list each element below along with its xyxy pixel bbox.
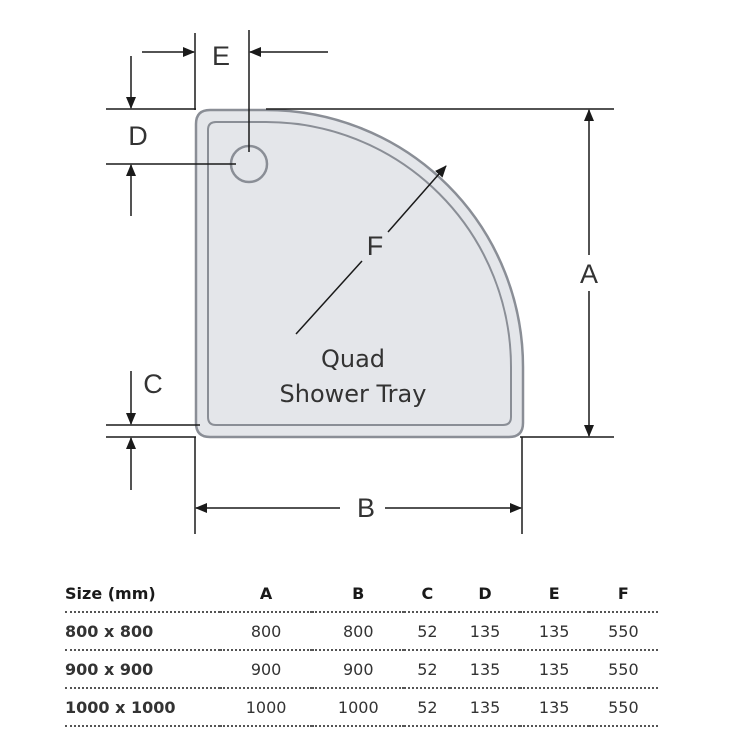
table-cell: 135 [519,650,589,689]
table-cell: 900 x 900 [65,650,220,689]
label-a: A [580,259,598,289]
table-cell: 550 [588,650,658,689]
label-d: D [128,121,148,151]
table-cell: 135 [519,688,589,727]
table-cell: 1000 x 1000 [65,688,220,727]
table-cell: 1000 [312,688,405,727]
table-cell: 52 [404,650,451,689]
table-header: A [220,575,313,613]
label-c: C [143,369,163,399]
table-cell: 550 [588,688,658,727]
table-cell: 52 [404,612,451,651]
table-row: 900 x 900 900 900 52 135 135 550 [65,650,658,689]
label-b: B [357,493,375,523]
table-header-row: Size (mm) A B C D E F [65,575,658,613]
table-header: B [312,575,405,613]
table-cell: 800 x 800 [65,612,220,651]
dimensions-table: Size (mm) A B C D E F 800 x 800 800 800 … [65,575,658,727]
f-line-lower [295,260,363,335]
table-cell: 135 [450,612,520,651]
table-cell: 800 [312,612,405,651]
table-cell: 800 [220,612,313,651]
label-e: E [212,41,230,71]
table-header: F [588,575,658,613]
table-cell: 135 [450,650,520,689]
tray-outer-outline [194,108,525,439]
f-arrow-upper [387,165,447,233]
table-row: 1000 x 1000 1000 1000 52 135 135 550 [65,688,658,727]
table-cell: 135 [519,612,589,651]
table-cell: 900 [220,650,313,689]
table-cell: 550 [588,612,658,651]
table-row: 800 x 800 800 800 52 135 135 550 [65,612,658,651]
tray-name-line1: Quad [321,345,385,373]
table-header: Size (mm) [65,575,220,613]
table-header: D [450,575,520,613]
tray-name-line2: Shower Tray [280,380,427,408]
table-cell: 1000 [220,688,313,727]
tray-inner-rim [207,121,512,426]
shower-tray-diagram: E D C A B F Quad Shower Tray [106,30,614,534]
label-f: F [367,231,384,261]
table-header: C [404,575,451,613]
table-header: E [519,575,589,613]
table-cell: 52 [404,688,451,727]
table-cell: 135 [450,688,520,727]
table-cell: 900 [312,650,405,689]
